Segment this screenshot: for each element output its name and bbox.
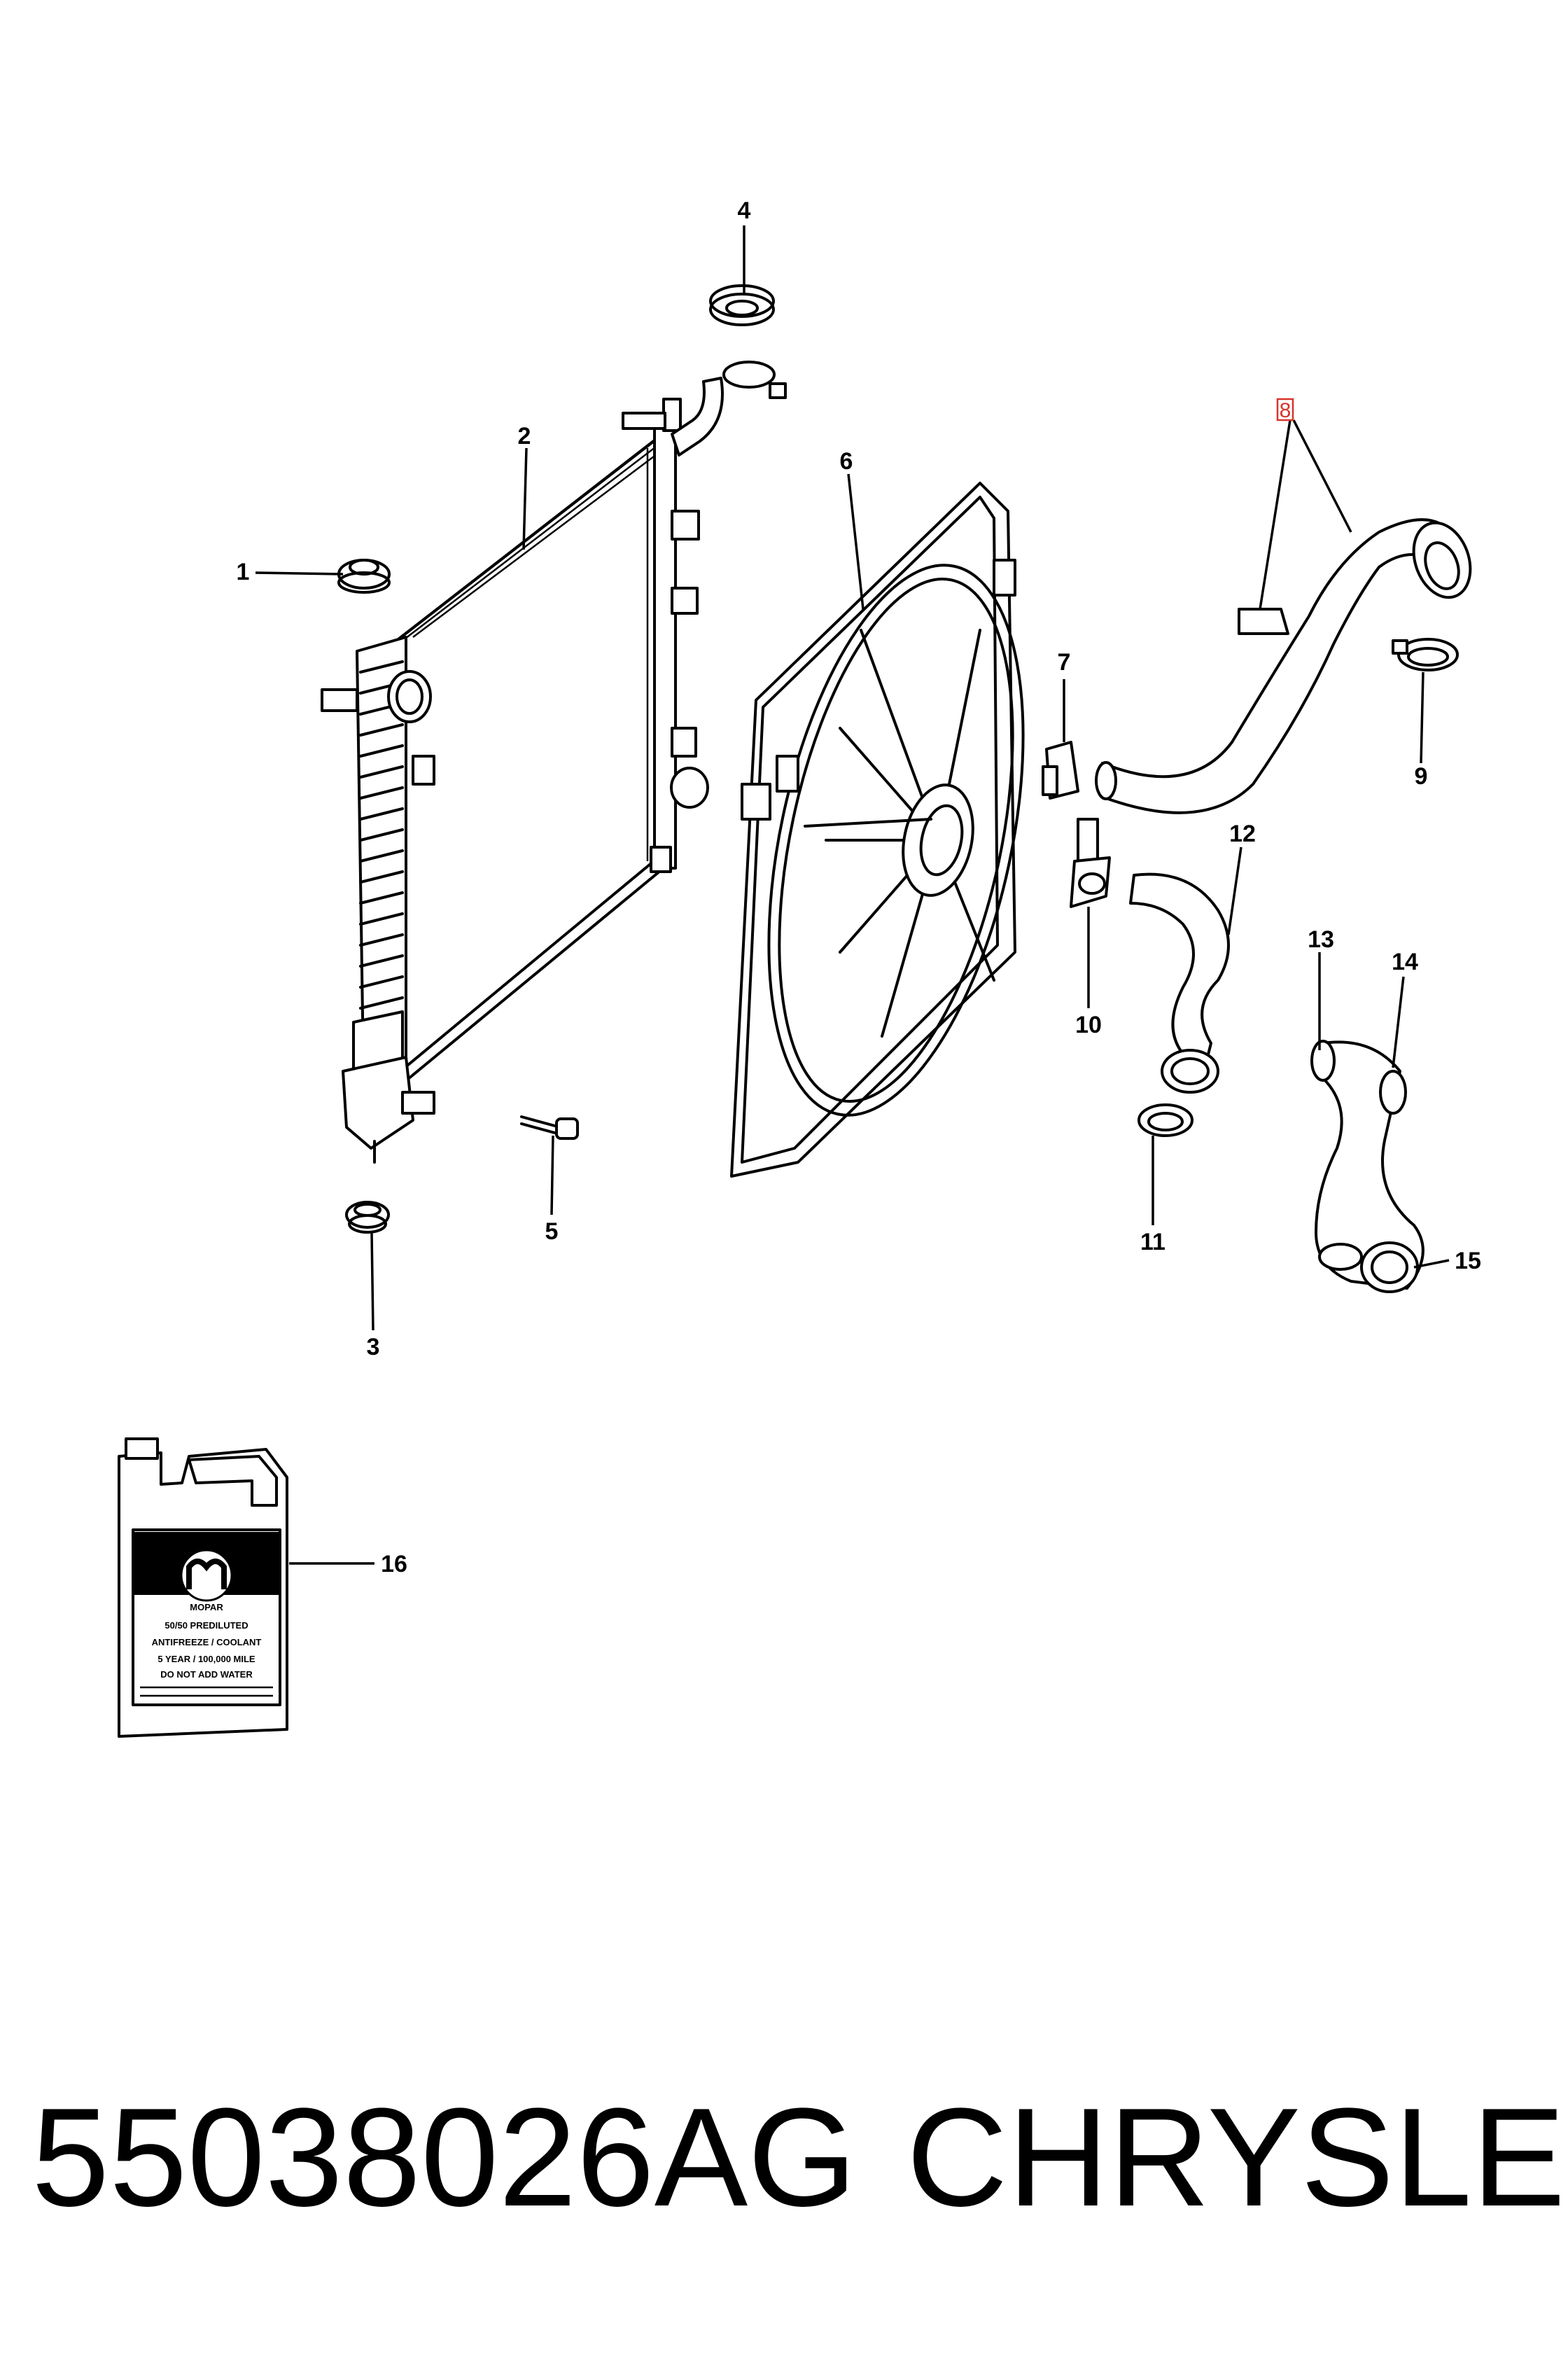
footer: 55038026AG CHRYSLER: [31, 2079, 1568, 2236]
coolant-jug: MOPAR 50/50 PREDILUTED ANTIFREEZE / COOL…: [118, 1437, 288, 1738]
pressure-cap: [709, 284, 775, 326]
callout-3: 3: [367, 1334, 380, 1360]
hose-clip-7: [1042, 741, 1079, 800]
callout-4: 4: [738, 197, 751, 224]
callout-5: 5: [545, 1218, 559, 1245]
callout-15: 15: [1455, 1248, 1481, 1274]
callout-12: 12: [1229, 821, 1256, 847]
fan-shroud: [730, 482, 1025, 1178]
lower-isolator: [345, 1201, 390, 1234]
jug-line3-text: 5 YEAR / 100,000 MILE: [158, 1654, 255, 1664]
heater-hose-assembly: [1310, 1040, 1424, 1293]
callout-7: 7: [1058, 649, 1071, 676]
callout-11: 11: [1140, 1229, 1166, 1255]
callout-1: 1: [237, 559, 250, 585]
jug-brand-text: MOPAR: [190, 1602, 223, 1612]
callout-8: 8: [1280, 399, 1292, 422]
callout-8-highlight-box: [1276, 398, 1294, 421]
hose-clamp-11: [1138, 1103, 1194, 1137]
jug-line4-text: DO NOT ADD WATER: [160, 1669, 253, 1680]
lower-radiator-hose: [1129, 872, 1230, 1094]
callout-6: 6: [840, 448, 853, 475]
callout-16: 16: [381, 1551, 407, 1577]
filler-neck: [671, 361, 787, 456]
callout-13: 13: [1308, 926, 1334, 953]
radiator-left-tank: [321, 636, 435, 1164]
part-number: 55038026AG: [31, 2079, 857, 2236]
jug-line1-text: 50/50 PREDILUTED: [164, 1620, 248, 1631]
leader-lines: [255, 225, 1450, 1565]
callout-14: 14: [1392, 949, 1418, 975]
callout-10: 10: [1075, 1012, 1102, 1038]
brand-name: CHRYSLER: [906, 2079, 1568, 2236]
hose-bracket-10: [1070, 818, 1111, 908]
radiator-core: [391, 398, 709, 1094]
callout-2: 2: [518, 423, 531, 449]
callout-9: 9: [1415, 763, 1428, 790]
hose-clamp-9: [1392, 638, 1459, 671]
jug-line2-text: ANTIFREEZE / COOLANT: [152, 1637, 262, 1647]
upper-isolator: [337, 559, 391, 594]
upper-radiator-hose: [1095, 518, 1472, 814]
drain-plug: [520, 1115, 579, 1140]
callout-numbers: 1 2 3 4 5 6 7 8 9 10 11 12 13 14 15 16: [237, 197, 1481, 1577]
